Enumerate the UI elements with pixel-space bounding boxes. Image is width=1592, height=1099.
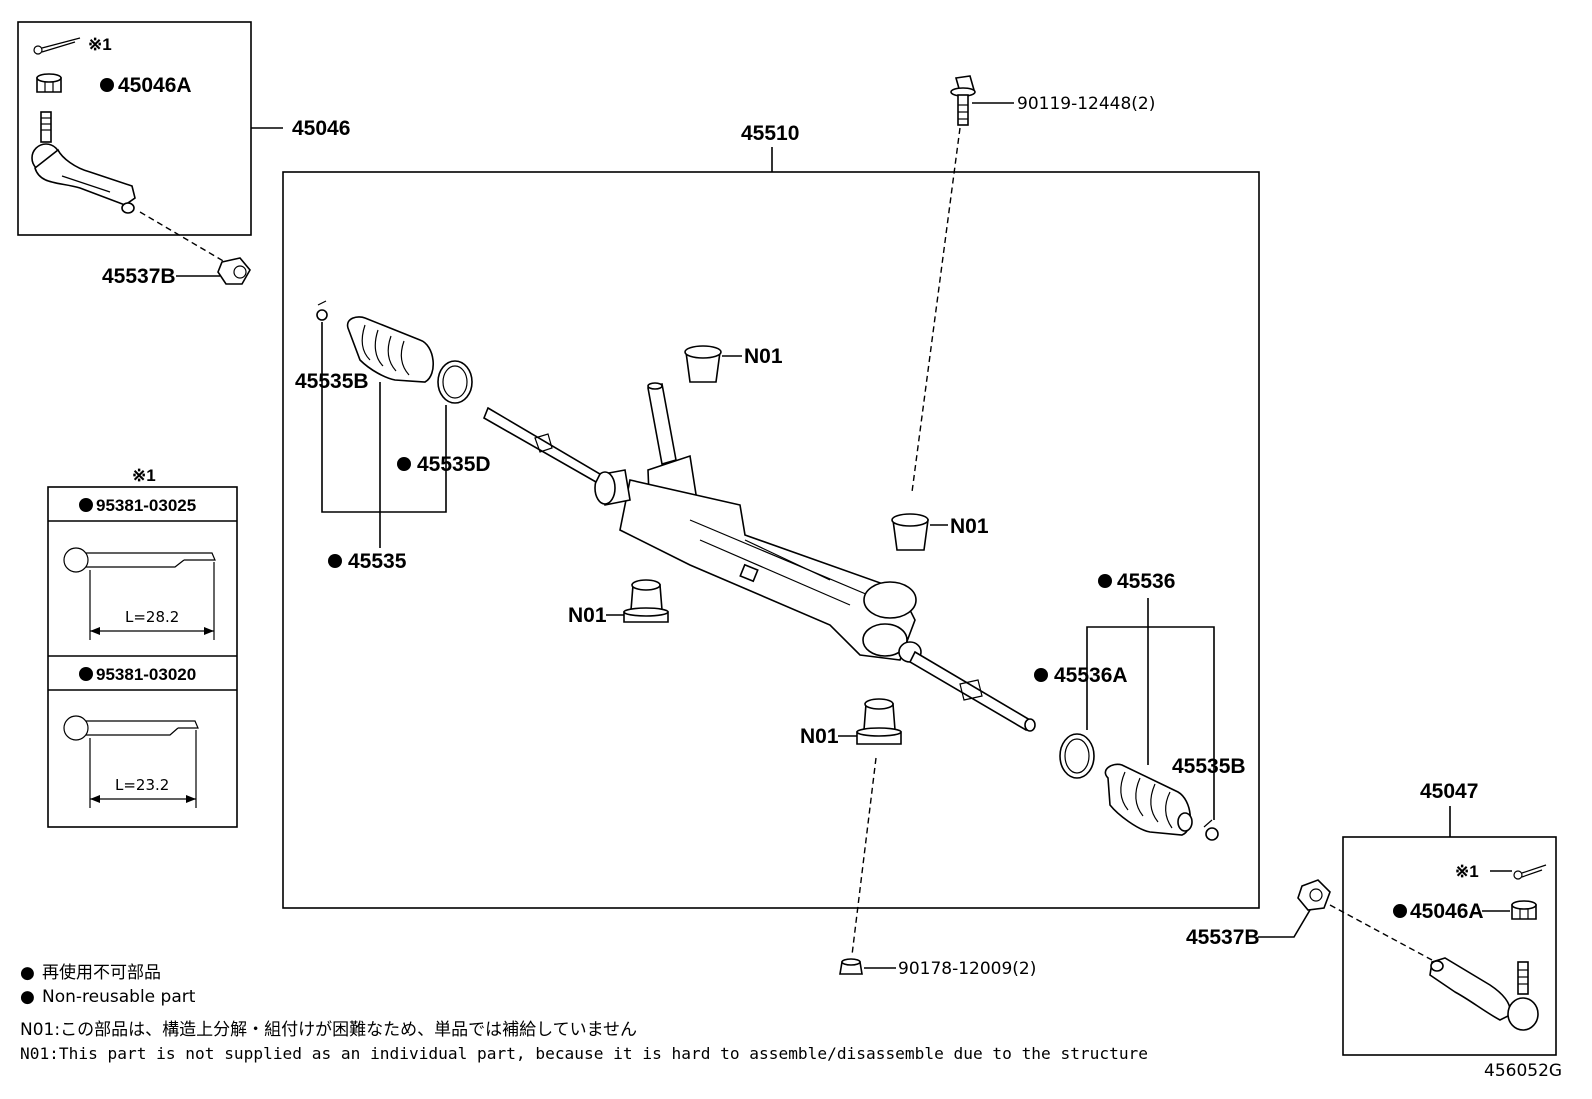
non-reusable-dot [397, 457, 411, 471]
label-45535D: 45535D [417, 453, 491, 476]
tie-rod-end-lh-group: ※1 45046A 45046 4553 [17, 21, 350, 288]
label-45537B-lh: 45537B [102, 265, 176, 288]
rack-assembly-box [282, 171, 1260, 909]
bushing-n01-left-icon [623, 579, 669, 623]
tie-rod-end-rh-group: 45047 ※1 45046A [1186, 780, 1557, 1056]
cotter-pin-icon [33, 37, 81, 55]
non-reusable-dot [100, 78, 114, 92]
cotter-pin-1-part: 95381-03025 [96, 496, 196, 515]
non-reusable-dot [1098, 574, 1112, 588]
label-45510: 45510 [741, 122, 799, 145]
non-reusable-dot [1393, 904, 1407, 918]
cotter-pin-2-icon [63, 715, 199, 741]
tie-rod-end-lh-icon [31, 111, 136, 214]
cotter-pin-2-part: 95381-03020 [96, 665, 196, 684]
legend-symbol-en: ● [20, 987, 35, 1007]
bolt-icon [950, 75, 976, 126]
cotter-pin-2-length: L=23.2 [115, 776, 169, 794]
non-reusable-dot [79, 498, 93, 512]
label-N01-top: N01 [744, 345, 783, 368]
label-90119-12448: 90119-12448(2) [1017, 94, 1155, 114]
nut-group: 90178-12009(2) [839, 757, 1036, 979]
tie-rod-end-rh-box [1342, 836, 1557, 1056]
label-45536: 45536 [1117, 570, 1175, 593]
label-45046A-lh: 45046A [118, 74, 192, 97]
cotter-pin-rh-icon [1513, 864, 1547, 880]
legend: ● 再使用不可部品 ● Non-reusable part [20, 962, 196, 1007]
boot-clamp-rh-small-icon [1203, 819, 1219, 841]
non-reusable-dot [79, 667, 93, 681]
cotter-pin-1-length: L=28.2 [125, 608, 179, 626]
tie-rod-end-rh-icon [1429, 957, 1539, 1031]
steering-rack-housing [482, 382, 1036, 732]
bushing-n01-bottom-icon [856, 698, 902, 745]
rack-assembly-group: 45510 [282, 122, 1260, 909]
note-n01-en: N01:This part is not supplied as an indi… [20, 1044, 1148, 1063]
boot-clamp-rh-large-icon [1059, 733, 1095, 779]
castle-nut-icon [36, 73, 62, 93]
boot-clamp-lh-small-icon [316, 300, 328, 321]
tie-rod-end-lh-box [17, 21, 252, 236]
label-45047: 45047 [1420, 780, 1478, 803]
cotter-table-ref: ※1 [132, 466, 156, 485]
ref-mark-1: ※1 [88, 35, 112, 54]
label-N01-right: N01 [950, 515, 989, 538]
ref-mark-1-rh: ※1 [1455, 862, 1479, 881]
label-N01-bottom: N01 [800, 725, 839, 748]
castle-nut-rh-icon [1511, 900, 1537, 920]
cotter-table-frame [47, 486, 238, 828]
label-45537B-rh: 45537B [1186, 926, 1260, 949]
label-45536A: 45536A [1054, 664, 1128, 687]
boot-rh-icon [1104, 763, 1193, 836]
label-45046A-rh: 45046A [1410, 900, 1484, 923]
legend-text-en: Non-reusable part [42, 987, 196, 1007]
label-45535B-lh: 45535B [295, 370, 369, 393]
boot-lh-icon [346, 316, 434, 383]
boot-clamp-lh-large-icon [437, 360, 473, 404]
cotter-pin-1-icon [63, 547, 216, 573]
legend-text-jp: 再使用不可部品 [42, 962, 161, 983]
label-90178-12009: 90178-12009(2) [898, 959, 1036, 979]
legend-symbol-jp: ● [20, 963, 35, 983]
lock-nut-lh-icon [217, 257, 251, 285]
note-n01-jp: N01:この部品は、構造上分解・組付けが困難なため、単品では補給していません [20, 1020, 637, 1040]
label-45046: 45046 [292, 117, 350, 140]
figure-code: 456052G [1484, 1061, 1562, 1081]
flange-nut-icon [839, 958, 863, 975]
non-reusable-dot [328, 554, 342, 568]
label-45535: 45535 [348, 550, 407, 573]
bushing-n01-right-icon [891, 513, 929, 551]
lock-nut-rh-icon [1297, 879, 1331, 911]
bolt-group: 90119-12448(2) [911, 75, 1155, 493]
non-reusable-dot [1034, 668, 1048, 682]
bushing-n01-top-icon [684, 345, 722, 383]
label-N01-left: N01 [568, 604, 607, 627]
cotter-pin-table: ※1 95381-03025 L=28.2 95381-03020 L=23.2 [47, 466, 238, 828]
label-45535B-rh: 45535B [1172, 755, 1246, 778]
